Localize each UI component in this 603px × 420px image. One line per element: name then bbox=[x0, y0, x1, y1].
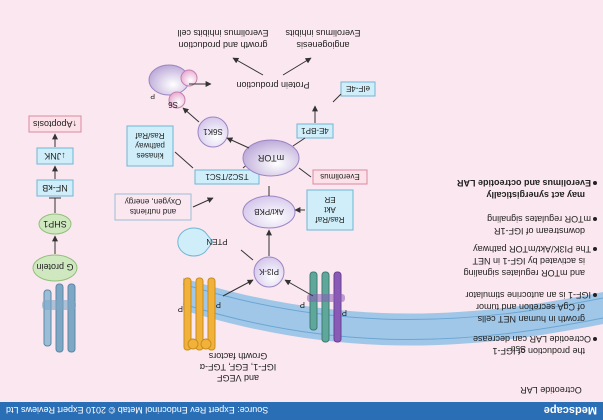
shp1-node: SHP1 bbox=[38, 213, 72, 235]
er-akt-ras-box: Ras/Raf Akt ER bbox=[306, 189, 354, 231]
apoptosis-node: ↑Apoptosis bbox=[28, 115, 82, 133]
svg-text:Octreotide LAR can decrease: Octreotide LAR can decrease bbox=[473, 334, 591, 344]
svg-text:Everolimus and octreotide LAR: Everolimus and octreotide LAR bbox=[456, 178, 591, 188]
svg-text:Everolimus inhibits: Everolimus inhibits bbox=[285, 28, 361, 38]
everolimus-node: Everolimus bbox=[312, 169, 368, 185]
cell-membrane bbox=[182, 278, 603, 346]
tsc-node: TSC2/TSC1 bbox=[194, 169, 260, 185]
svg-text:and mTOR regulates signaling: and mTOR regulates signaling bbox=[464, 268, 585, 278]
s6-node: S6 P bbox=[148, 64, 198, 109]
inhibit-pten-pi3k bbox=[240, 249, 254, 261]
protein-production-label: Protein production bbox=[236, 80, 309, 90]
eif4e-node: eIF-4E bbox=[340, 81, 376, 97]
svg-text:pathway: pathway bbox=[135, 141, 165, 150]
svg-text:IGF-1 is an autocrine stimulat: IGF-1 is an autocrine stimulator bbox=[465, 290, 591, 300]
svg-text:mTOR regulates signaling: mTOR regulates signaling bbox=[487, 214, 591, 224]
svg-text:Ras/Raf: Ras/Raf bbox=[135, 131, 165, 140]
arrow-protein-angiogenesis bbox=[282, 57, 312, 76]
header-bar bbox=[0, 402, 603, 420]
g-protein-node: G protein bbox=[32, 254, 78, 282]
svg-text:of CgA secretion and tumor: of CgA secretion and tumor bbox=[476, 302, 585, 312]
pten-node: PTEN bbox=[177, 227, 228, 257]
svg-text:G protein: G protein bbox=[36, 262, 73, 272]
svg-text:downstream of IGF-1R: downstream of IGF-1R bbox=[493, 226, 585, 236]
pi3k-node: PI3-K bbox=[253, 256, 285, 288]
svg-text:S6K1: S6K1 bbox=[203, 127, 223, 136]
summary-bullets: the production of IGF-1 Octreotide LAR c… bbox=[456, 178, 597, 356]
svg-text:and VEGF: and VEGF bbox=[216, 373, 259, 383]
svg-text:S6: S6 bbox=[168, 100, 178, 109]
sstr-label: Sstr bbox=[510, 344, 526, 354]
svg-text:is activated by IGF-1 in NET: is activated by IGF-1 in NET bbox=[472, 256, 585, 266]
arrow-protein-cellgrowth bbox=[232, 57, 264, 76]
igf-receptor bbox=[183, 277, 216, 351]
s6k1-node: S6K1 bbox=[197, 116, 229, 148]
oxygen-energy-box: and nutrients Oxygen, energy bbox=[114, 193, 192, 221]
akt-node: Akt/PKB bbox=[242, 195, 296, 229]
svg-text:PTEN: PTEN bbox=[206, 237, 228, 246]
phospho-label: P bbox=[300, 300, 305, 309]
svg-text:kinases: kinases bbox=[136, 151, 163, 160]
svg-text:angiogenesis: angiogenesis bbox=[296, 40, 350, 50]
svg-text:↓JNK: ↓JNK bbox=[44, 151, 66, 161]
svg-text:PI3-K: PI3-K bbox=[258, 267, 279, 276]
cell-growth-label: growth and production Everolimus inhibit… bbox=[177, 28, 268, 50]
brand-logo: Medscape bbox=[544, 404, 597, 416]
phospho-label: P bbox=[216, 300, 221, 309]
phospho-label: P bbox=[178, 304, 183, 313]
svg-text:TSC2/TSC1: TSC2/TSC1 bbox=[205, 172, 249, 181]
svg-text:mTOR: mTOR bbox=[257, 153, 284, 163]
svg-text:Everolimus inhibits cell: Everolimus inhibits cell bbox=[177, 28, 268, 38]
svg-text:IGF-1, EGF, TGF-α: IGF-1, EGF, TGF-α bbox=[200, 362, 277, 372]
source-credit: Source: Expert Rev Endocrinol Metab © 20… bbox=[6, 405, 268, 415]
sstr-receptor bbox=[42, 283, 76, 353]
ebp1-node: 4E-BP1 bbox=[296, 123, 334, 139]
arrow-mtor-s6k1 bbox=[226, 137, 250, 149]
inhibit-everolimus-mtor bbox=[298, 167, 312, 178]
svg-text:4E-BP1: 4E-BP1 bbox=[301, 126, 329, 135]
mtor-node: mTOR bbox=[242, 139, 300, 177]
svg-text:SHP1: SHP1 bbox=[43, 219, 67, 229]
octreotide-label: Octreotide LAR bbox=[520, 385, 582, 395]
svg-text:Oxygen, energy: Oxygen, energy bbox=[125, 197, 181, 206]
svg-text:↑Apoptosis: ↑Apoptosis bbox=[32, 119, 77, 129]
svg-text:Akt: Akt bbox=[323, 205, 335, 214]
svg-text:NF-κB: NF-κB bbox=[42, 183, 68, 193]
angiogenesis-label: angiogenesis Everolimus inhibits bbox=[285, 28, 361, 50]
svg-text:ER: ER bbox=[324, 195, 335, 204]
svg-text:Growth factors: Growth factors bbox=[208, 351, 267, 361]
svg-text:Everolimus: Everolimus bbox=[320, 172, 360, 181]
jnk-node: ↓JNK bbox=[36, 147, 74, 165]
ras-raf-kinases-box: kinases pathway Ras/Raf bbox=[126, 125, 174, 167]
svg-text:P: P bbox=[150, 92, 155, 99]
svg-text:Akt/PKB: Akt/PKB bbox=[254, 207, 284, 216]
svg-text:growth and production: growth and production bbox=[178, 40, 267, 50]
svg-text:the production of IGF-1: the production of IGF-1 bbox=[492, 346, 585, 356]
nfkb-node: NF-κB bbox=[36, 179, 74, 197]
svg-text:may act synergistically: may act synergistically bbox=[486, 190, 585, 200]
svg-text:Ras/Raf: Ras/Raf bbox=[315, 215, 345, 224]
svg-text:growth in human NET cells: growth in human NET cells bbox=[477, 314, 585, 324]
phospho-label: P bbox=[342, 308, 347, 317]
arrow-receptor-pi3k bbox=[222, 279, 254, 297]
svg-text:The PI3K/Akt/mTOR pathway: The PI3K/Akt/mTOR pathway bbox=[473, 244, 591, 254]
growth-factor-receptor bbox=[307, 271, 345, 343]
svg-text:eIF-4E: eIF-4E bbox=[346, 84, 370, 93]
growth-factors-label: and VEGF IGF-1, EGF, TGF-α Growth factor… bbox=[200, 351, 277, 383]
svg-text:and nutrients: and nutrients bbox=[130, 207, 176, 216]
